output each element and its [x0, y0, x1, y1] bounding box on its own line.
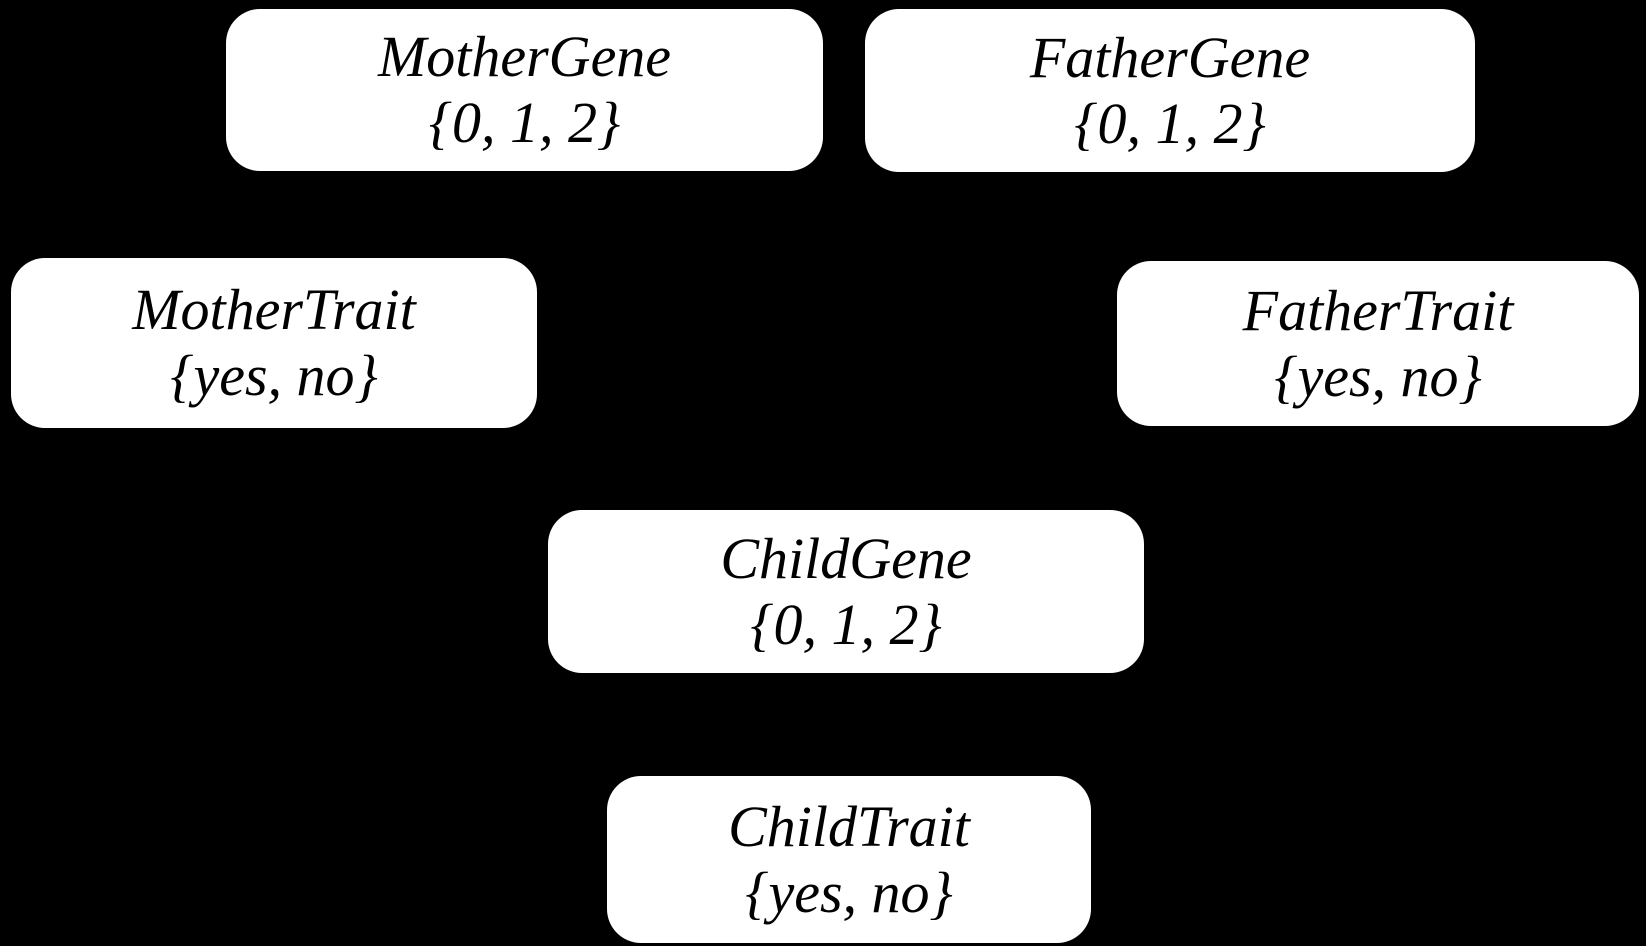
node-father-gene-label: FatherGene: [1029, 24, 1311, 90]
node-mother-gene-values: {0, 1, 2}: [428, 90, 621, 155]
node-mother-gene-label: MotherGene: [377, 24, 672, 90]
node-mother-gene: MotherGene {0, 1, 2}: [226, 9, 823, 171]
node-child-trait-values: {yes, no}: [745, 859, 953, 925]
node-father-trait-label: FatherTrait: [1242, 277, 1514, 343]
node-child-gene: ChildGene {0, 1, 2}: [548, 510, 1144, 673]
node-mother-trait-values: {yes, no}: [170, 343, 378, 408]
node-mother-trait-label: MotherTrait: [132, 277, 416, 343]
node-father-trait-values: {yes, no}: [1274, 343, 1482, 409]
node-father-gene: FatherGene {0, 1, 2}: [865, 9, 1475, 172]
node-child-trait: ChildTrait {yes, no}: [607, 776, 1091, 943]
node-child-gene-label: ChildGene: [720, 525, 972, 591]
node-child-gene-values: {0, 1, 2}: [750, 591, 942, 657]
node-mother-trait: MotherTrait {yes, no}: [11, 258, 537, 428]
node-child-trait-label: ChildTrait: [728, 793, 970, 859]
node-father-trait: FatherTrait {yes, no}: [1117, 261, 1639, 426]
node-father-gene-values: {0, 1, 2}: [1074, 90, 1266, 156]
